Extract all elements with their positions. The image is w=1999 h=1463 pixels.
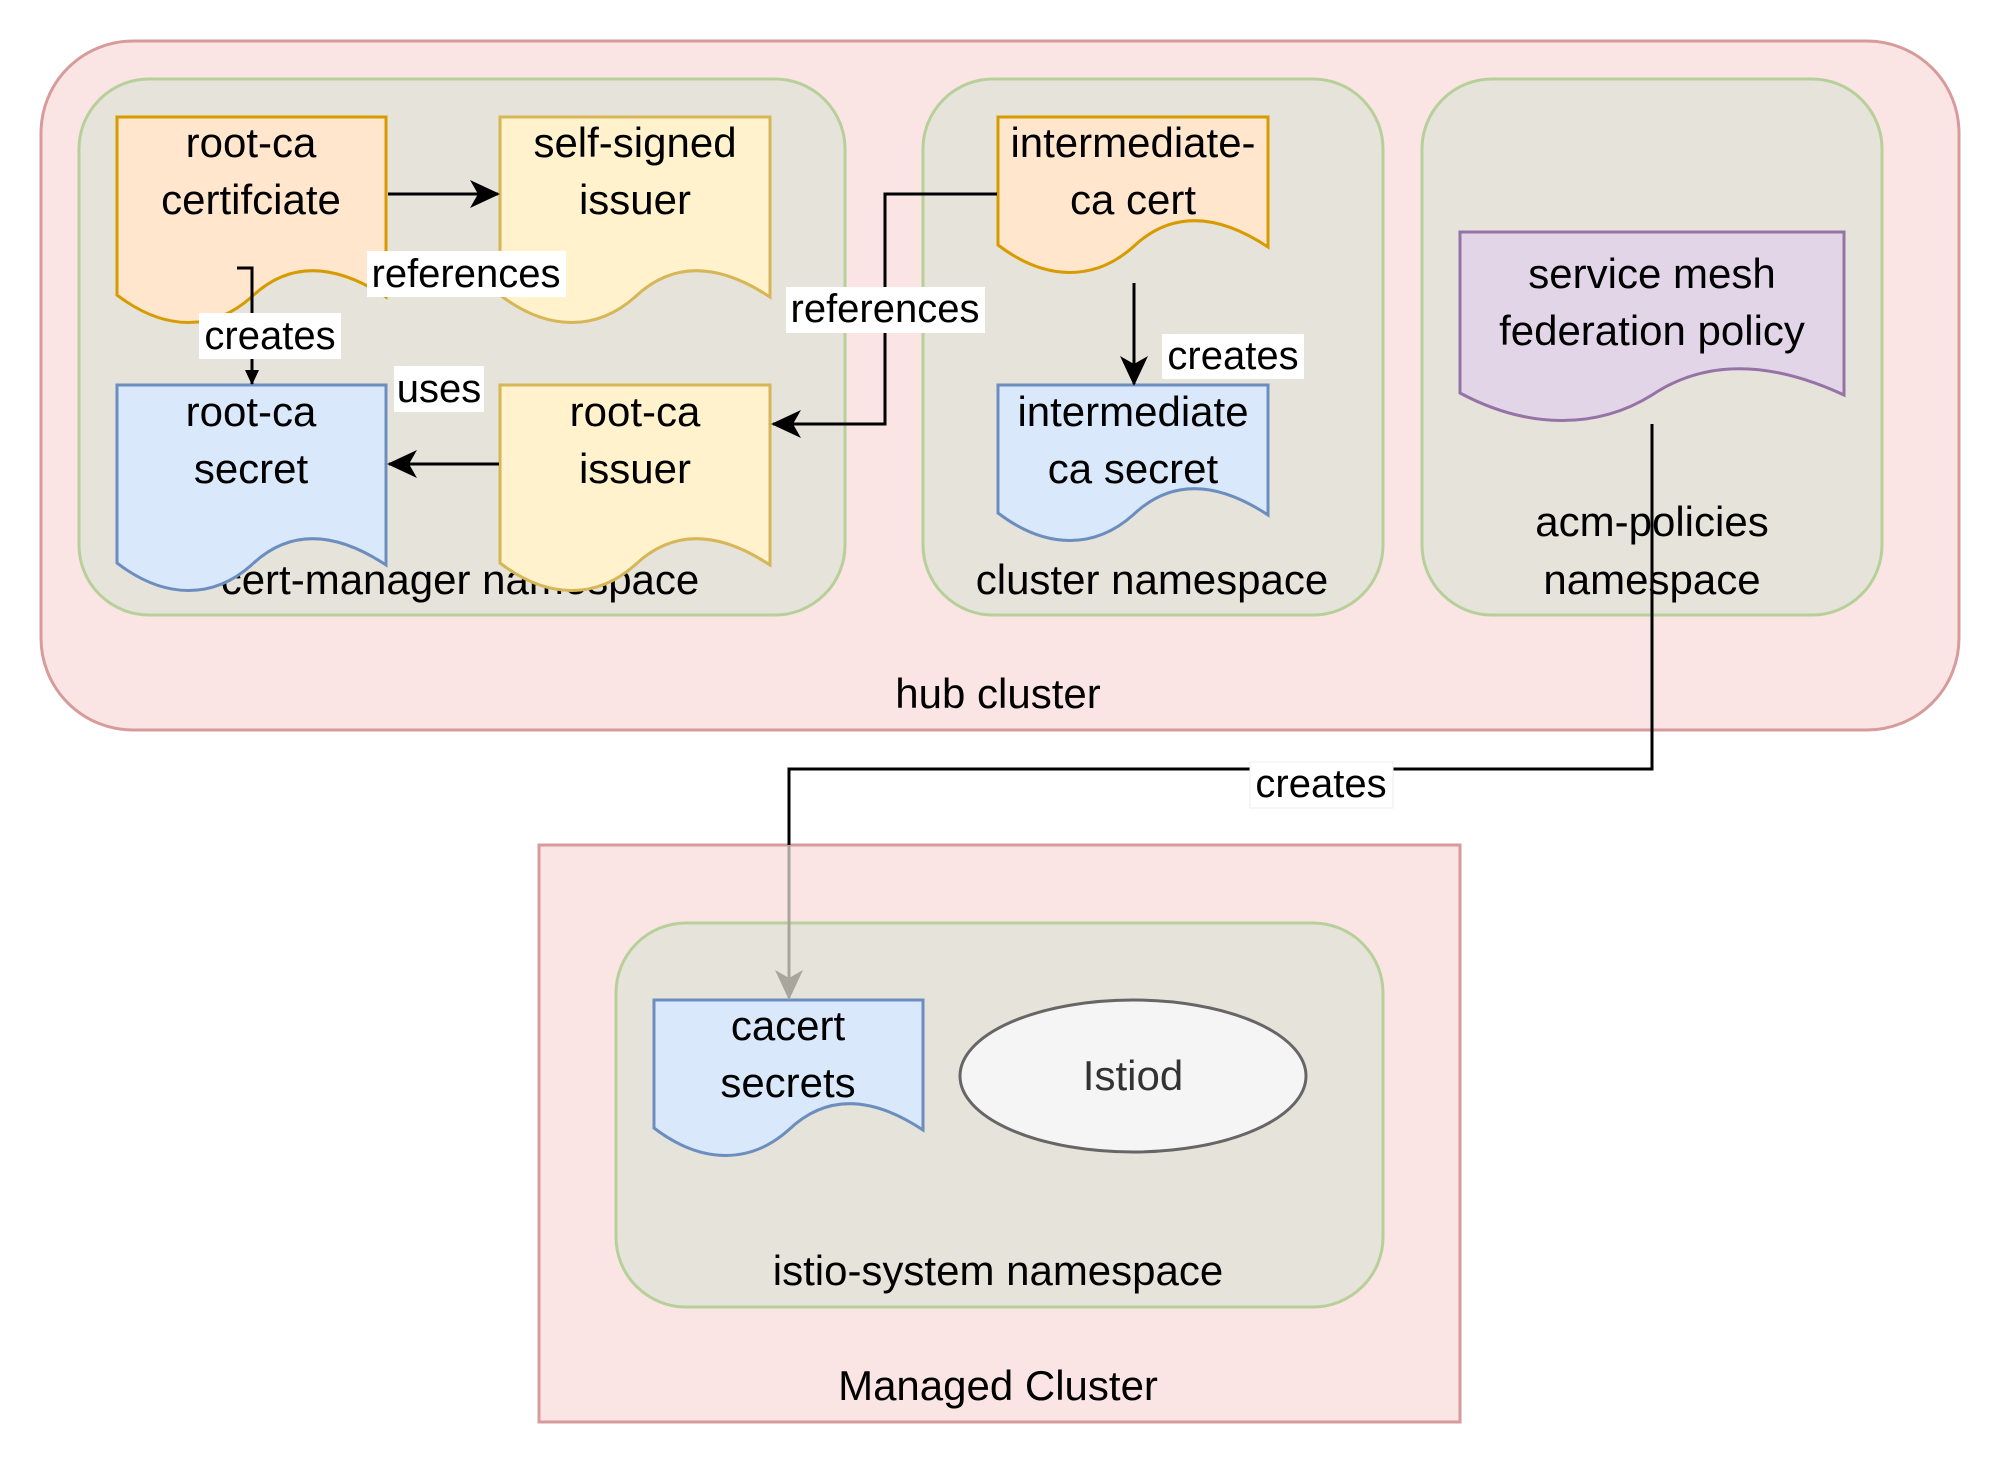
intermediate-ca-secret-label-line2: ca secret [1048,445,1219,492]
edge-label-creates-2: creates [1167,334,1298,378]
self-signed-issuer-label-line1: self-signed [533,119,736,166]
intermediate-ca-cert-shape [996,115,1270,274]
service-mesh-federation-policy-node[interactable]: service mesh federation policy [1458,230,1846,422]
istiod-shape [958,998,1308,1154]
edge-label-bg [394,366,484,412]
istio-system-namespace-label: istio-system namespace [773,1247,1224,1294]
hub-cluster-label: hub cluster [895,670,1100,717]
edge-policy-creates-cacert [775,424,1654,1000]
edge-label-references-1: references [372,252,561,296]
intermediate-ca-secret-label-line1: intermediate [1017,388,1248,435]
root-ca-secret-label-line2: secret [194,445,309,492]
edge-label-bg [367,251,566,297]
service-mesh-federation-policy-shape [1458,230,1846,422]
edge-label-uses: uses [397,367,482,411]
root-ca-issuer-node[interactable]: root-ca issuer [498,383,772,592]
intermediate-ca-cert-label-line2: ca cert [1070,176,1196,223]
cacert-secrets-shape [652,998,925,1157]
root-ca-certificate-label-line2: certifciate [161,176,341,223]
root-ca-secret-node[interactable]: root-ca secret [115,383,388,592]
root-ca-issuer-shape [498,383,772,592]
self-signed-issuer-label-line2: issuer [579,176,691,223]
self-signed-issuer-node[interactable]: self-signed issuer [498,115,772,324]
edge-label-bg [1249,761,1394,809]
self-signed-issuer-shape [498,115,772,324]
cacert-secrets-node[interactable]: cacert secrets [652,998,925,1157]
cacert-secrets-label-line2: secrets [720,1059,855,1106]
service-mesh-federation-policy-label-line2: federation policy [1499,307,1805,354]
edge-label-bg [786,287,985,333]
edge-label-bg [199,313,341,359]
root-ca-issuer-label-line1: root-ca [570,388,701,435]
root-ca-secret-label-line1: root-ca [186,388,317,435]
istiod-node[interactable]: Istiod [958,998,1308,1154]
cacert-secrets-label-line1: cacert [731,1002,846,1049]
edge-label-creates-3: creates [1255,762,1386,806]
intermediate-ca-cert-node[interactable]: intermediate- ca cert [996,115,1270,274]
service-mesh-federation-policy-label-line1: service mesh [1528,250,1775,297]
edge-label-creates-1: creates [204,314,335,358]
root-ca-certificate-node[interactable]: root-ca certifciate [115,115,388,324]
intermediate-ca-secret-node[interactable]: intermediate ca secret [996,383,1270,542]
edge-label-bg [1162,334,1304,379]
managed-cluster-label: Managed Cluster [838,1362,1158,1409]
edge-line [787,424,1654,845]
intermediate-ca-cert-label-line1: intermediate- [1010,119,1255,166]
root-ca-issuer-label-line2: issuer [579,445,691,492]
edge-label-references-2: references [791,287,980,331]
root-ca-certificate-label-line1: root-ca [186,119,317,166]
istiod-label: Istiod [1083,1052,1183,1099]
root-ca-secret-shape [115,383,388,592]
cluster-namespace-label: cluster namespace [976,556,1329,603]
intermediate-ca-secret-shape [996,383,1270,542]
